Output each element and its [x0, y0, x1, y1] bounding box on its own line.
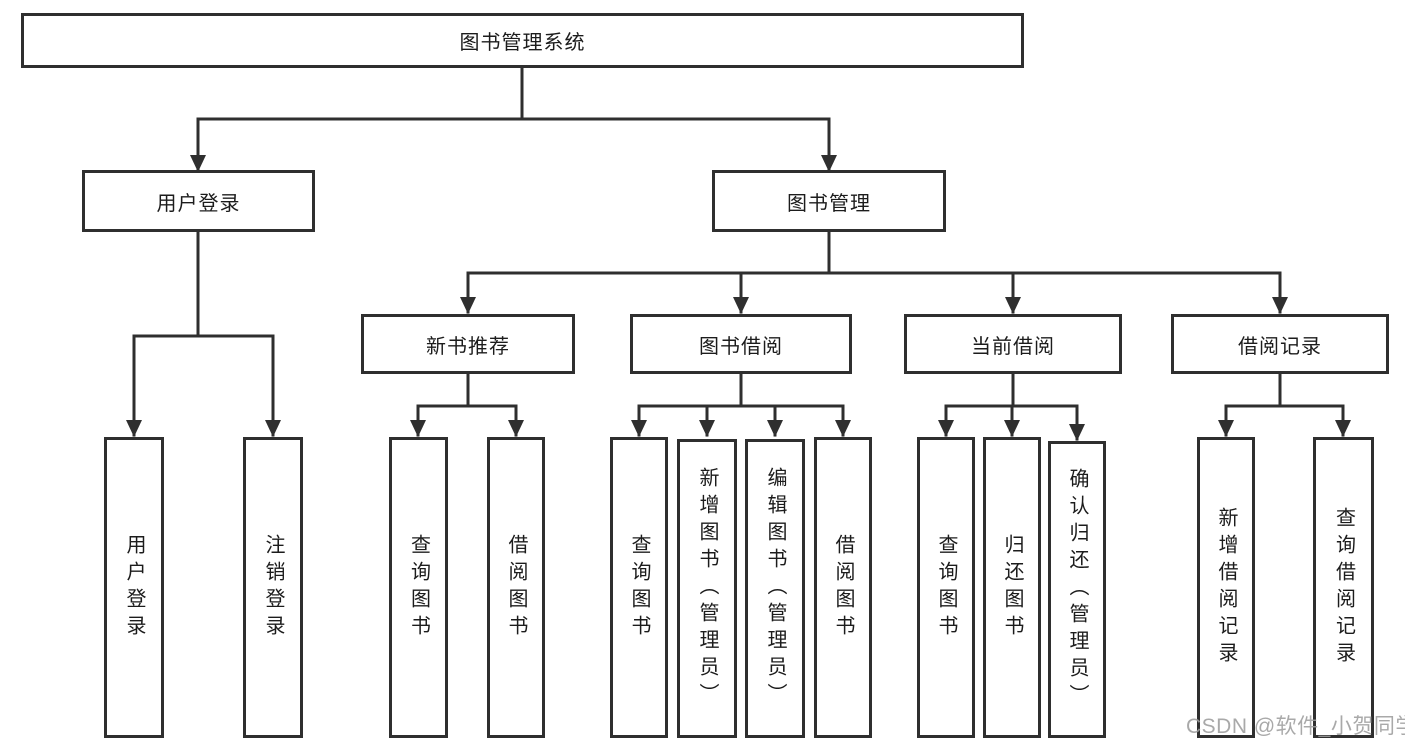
node-current-borrowing-label: 当前借阅 [971, 335, 1055, 358]
node-borrowing-records: 借阅记录 [1171, 314, 1389, 374]
leaf-add-book-admin: 新增图书（管理员） [677, 439, 737, 738]
leaf-borrow-books-borrowing: 借阅图书 [814, 437, 872, 738]
node-new-book-recommend-label: 新书推荐 [426, 335, 510, 358]
watermark: CSDN @软件_小贺同学 [1186, 715, 1405, 738]
leaf-confirm-return-admin: 确认归还（管理员） [1048, 441, 1106, 738]
leaf-add-book-admin-label: 新增图书（管理员） [696, 467, 718, 710]
node-new-book-recommend: 新书推荐 [361, 314, 575, 374]
leaf-add-borrow-record: 新增借阅记录 [1197, 437, 1255, 738]
leaf-return-book: 归还图书 [983, 437, 1041, 738]
leaf-query-borrow-record-label: 查询借阅记录 [1332, 506, 1355, 669]
node-borrowing-records-label: 借阅记录 [1238, 335, 1322, 358]
leaf-query-books-borrowing: 查询图书 [610, 437, 668, 738]
leaf-query-books-recommend: 查询图书 [389, 437, 448, 738]
leaf-borrow-books-recommend-label: 借阅图书 [505, 533, 527, 642]
leaf-add-borrow-record-label: 新增借阅记录 [1215, 506, 1237, 669]
node-book-borrowing-label: 图书借阅 [699, 335, 783, 358]
leaf-return-book-label: 归还图书 [1001, 533, 1023, 642]
node-user-login: 用户登录 [82, 170, 315, 232]
leaf-borrow-books-recommend: 借阅图书 [487, 437, 545, 738]
leaf-user-login: 用户登录 [104, 437, 164, 738]
leaf-query-books-current-label: 查询图书 [935, 533, 957, 642]
leaf-query-books-current: 查询图书 [917, 437, 975, 738]
leaf-confirm-return-admin-label: 确认归还（管理员） [1066, 468, 1088, 711]
leaf-logout: 注销登录 [243, 437, 303, 738]
leaf-edit-book-admin-label: 编辑图书（管理员） [764, 467, 786, 710]
leaf-borrow-books-borrowing-label: 借阅图书 [832, 533, 854, 642]
leaf-query-books-recommend-label: 查询图书 [407, 533, 430, 642]
leaf-edit-book-admin: 编辑图书（管理员） [745, 439, 805, 738]
leaf-logout-label: 注销登录 [262, 533, 284, 642]
leaf-query-books-borrowing-label: 查询图书 [628, 533, 650, 642]
node-current-borrowing: 当前借阅 [904, 314, 1122, 374]
leaf-query-borrow-record: 查询借阅记录 [1313, 437, 1374, 738]
node-book-borrowing: 图书借阅 [630, 314, 852, 374]
leaf-user-login-label: 用户登录 [123, 533, 145, 642]
node-book-management-label: 图书管理 [787, 192, 871, 215]
node-root-label: 图书管理系统 [459, 32, 586, 54]
node-root: 图书管理系统 [21, 13, 1024, 68]
node-book-management: 图书管理 [712, 170, 946, 232]
node-user-login-label: 用户登录 [156, 192, 241, 215]
